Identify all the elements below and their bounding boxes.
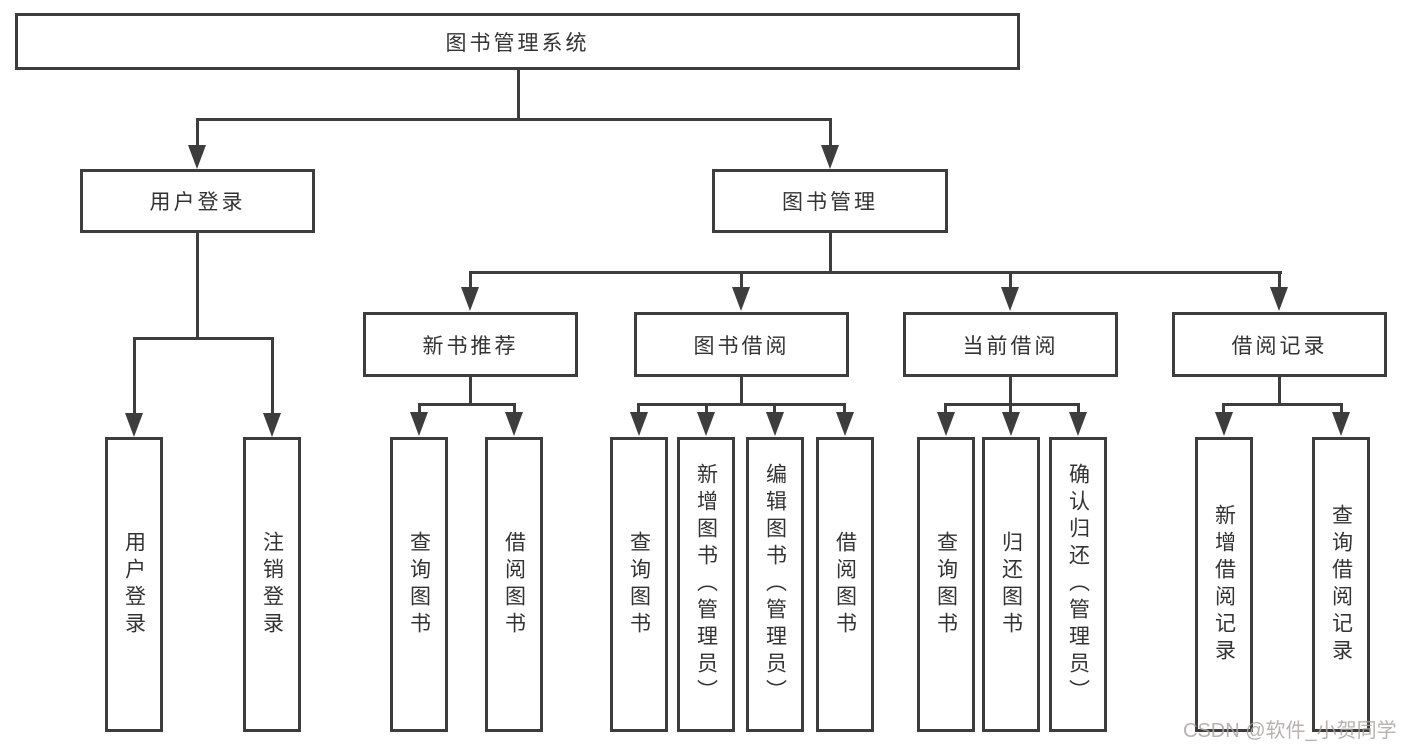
connector-line [1222, 403, 1225, 414]
arrow-down-icon [1069, 412, 1087, 436]
connector-line [1009, 403, 1012, 414]
node-book-management: 图书管理 [712, 169, 948, 233]
connector-line [196, 118, 832, 121]
leaf-return-book: 归还图书 [982, 437, 1040, 732]
connector-line [133, 337, 274, 340]
leaf-label: 查询图书 [407, 530, 431, 639]
connector-line [944, 403, 947, 414]
arrow-down-icon [505, 412, 523, 436]
node-current-borrow: 当前借阅 [903, 312, 1118, 377]
connector-line [1077, 403, 1080, 414]
arrow-down-icon [836, 412, 854, 436]
leaf-label: 借阅图书 [833, 530, 857, 639]
arrow-down-icon [937, 412, 955, 436]
leaf-query-books-borrow: 查询图书 [610, 437, 668, 732]
connector-line [705, 403, 708, 414]
connector-line [637, 403, 846, 406]
arrow-down-icon [1002, 412, 1020, 436]
connector-line [133, 337, 136, 415]
leaf-label: 借阅图书 [502, 530, 526, 639]
arrow-down-icon [1215, 412, 1233, 436]
leaf-borrow-books: 借阅图书 [816, 437, 874, 732]
connector-line [271, 337, 274, 415]
node-label: 新书推荐 [422, 334, 519, 358]
node-new-book-recommend: 新书推荐 [363, 312, 578, 377]
leaf-label: 查询图书 [934, 530, 958, 639]
arrow-down-icon [732, 287, 750, 311]
node-label: 用户登录 [149, 191, 246, 214]
arrow-down-icon [821, 145, 839, 169]
leaf-user-login: 用户登录 [105, 437, 163, 732]
connector-line [418, 403, 421, 414]
connector-line [740, 377, 743, 406]
connector-line [196, 233, 199, 340]
connector-line [1340, 403, 1343, 414]
arrow-down-icon [766, 412, 784, 436]
leaf-borrow-books-recommend: 借阅图书 [485, 437, 543, 732]
leaf-label: 注销登录 [260, 530, 284, 639]
leaf-confirm-return-admin: 确认归还（管理员） [1049, 437, 1107, 732]
connector-line [637, 403, 640, 414]
leaf-add-borrow-record: 新增借阅记录 [1195, 437, 1253, 732]
connector-line [513, 403, 516, 414]
leaf-query-books-current: 查询图书 [917, 437, 975, 732]
leaf-label: 查询借阅记录 [1329, 503, 1353, 666]
connector-line [944, 403, 1080, 406]
connector-line [1278, 377, 1281, 406]
arrow-down-icon [410, 412, 428, 436]
node-label: 图书管理 [782, 191, 878, 214]
node-borrow-records: 借阅记录 [1172, 312, 1387, 377]
connector-line [517, 70, 520, 121]
arrow-down-icon [461, 287, 479, 311]
arrow-down-icon [1270, 287, 1288, 311]
leaf-edit-book-admin: 编辑图书（管理员） [746, 437, 804, 732]
csdn-watermark: CSDN @软件_小贺同学 [1183, 720, 1397, 742]
leaf-label: 新增借阅记录 [1212, 503, 1236, 666]
connector-line [773, 403, 776, 414]
arrow-down-icon [630, 412, 648, 436]
connector-line [1009, 377, 1012, 406]
node-book-borrow: 图书借阅 [634, 312, 849, 377]
connector-line [469, 271, 472, 289]
node-root-label: 图书管理系统 [445, 31, 590, 55]
arrow-down-icon [263, 413, 281, 437]
leaf-query-borrow-record: 查询借阅记录 [1312, 437, 1370, 732]
connector-line [1222, 403, 1343, 406]
leaf-label: 归还图书 [999, 530, 1023, 639]
connector-line [740, 271, 743, 289]
connector-line [829, 233, 832, 274]
leaf-label: 编辑图书（管理员） [763, 463, 787, 706]
leaf-add-book-admin: 新增图书（管理员） [677, 437, 735, 732]
connector-line [196, 118, 199, 148]
arrow-down-icon [125, 413, 143, 437]
leaf-query-books-recommend: 查询图书 [390, 437, 448, 732]
leaf-label: 新增图书（管理员） [694, 463, 718, 706]
leaf-label: 查询图书 [627, 530, 651, 639]
arrow-down-icon [697, 412, 715, 436]
arrow-down-icon [188, 145, 206, 169]
arrow-down-icon [1001, 287, 1019, 311]
node-label: 借阅记录 [1231, 334, 1328, 358]
node-label: 图书借阅 [693, 334, 790, 358]
node-user-login: 用户登录 [80, 169, 315, 233]
connector-line [843, 403, 846, 414]
arrow-down-icon [1332, 412, 1350, 436]
connector-line [1278, 271, 1281, 289]
connector-line [1009, 271, 1012, 289]
leaf-label: 确认归还（管理员） [1066, 463, 1090, 706]
connector-line [469, 377, 472, 406]
connector-line [469, 271, 1282, 274]
node-label: 当前借阅 [962, 334, 1059, 358]
connector-line [418, 403, 516, 406]
leaf-label: 用户登录 [122, 530, 146, 639]
connector-line [829, 118, 832, 148]
leaf-logout: 注销登录 [243, 437, 301, 732]
node-root: 图书管理系统 [15, 13, 1020, 70]
